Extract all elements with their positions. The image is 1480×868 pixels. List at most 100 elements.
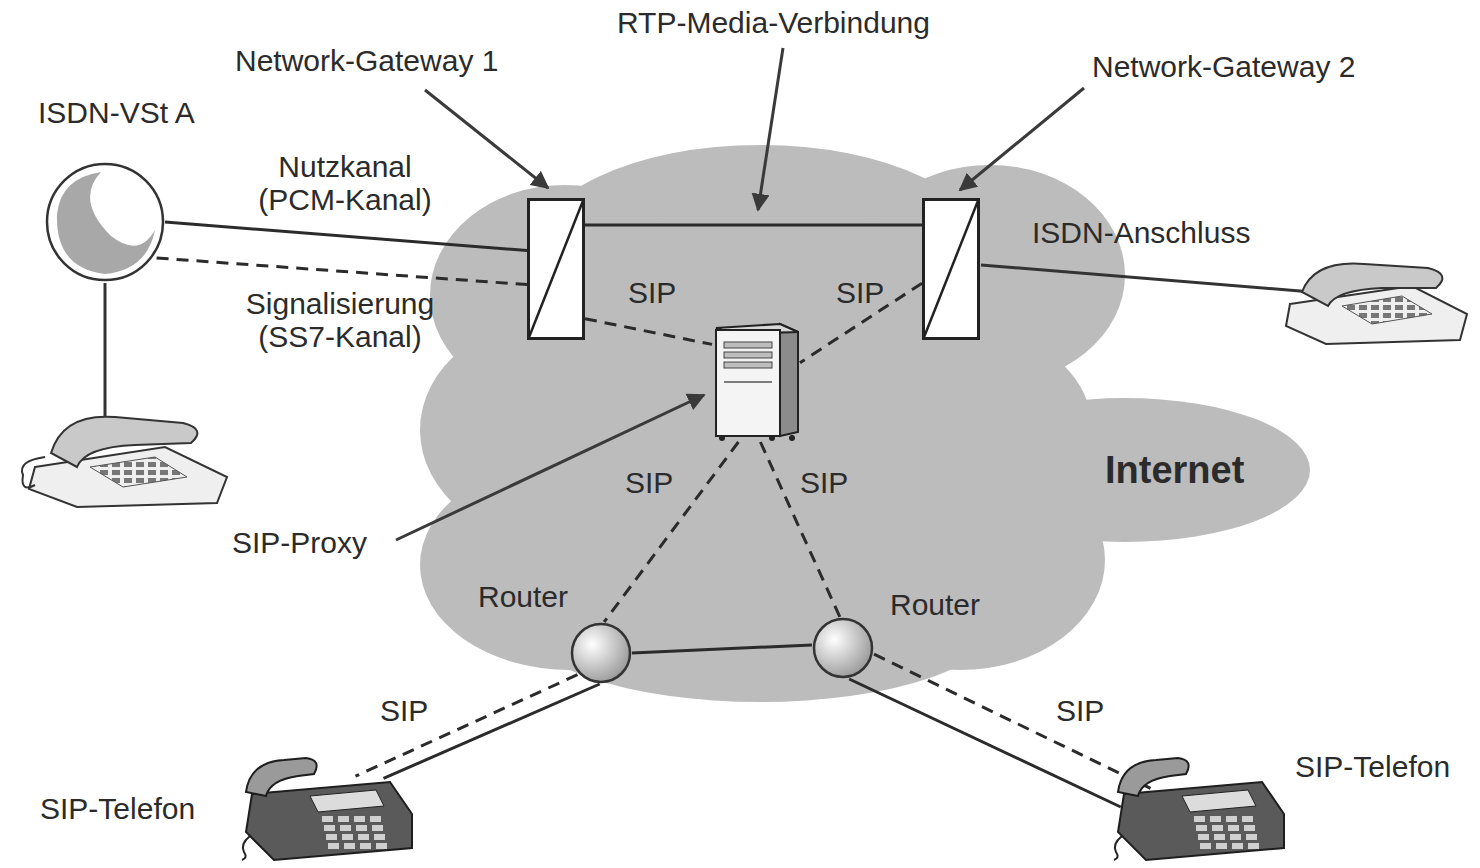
drive-slot — [724, 342, 772, 348]
server-wheel — [789, 435, 795, 441]
phone-display — [310, 790, 384, 812]
phone-handset — [246, 758, 317, 796]
signalling-line — [874, 654, 1151, 788]
phone-cord — [242, 836, 250, 860]
subscriber-wire — [104, 283, 107, 418]
signalling-line — [356, 675, 578, 777]
drive-slot — [724, 352, 772, 358]
phone-handset — [51, 417, 197, 467]
node-label: Network-Gateway 1 — [235, 44, 498, 77]
gateway-outline — [924, 200, 979, 339]
proxy-server: SIP-Proxy — [712, 320, 800, 442]
phone-keypad — [1342, 296, 1432, 324]
signalling-line — [157, 258, 527, 285]
phone-key — [1228, 825, 1239, 831]
cloud-lobe — [940, 398, 1310, 542]
node-shape — [240, 752, 415, 862]
node-shape — [527, 198, 585, 340]
phone-cord — [1114, 836, 1122, 860]
edge-label: SIP — [836, 276, 884, 309]
server-seam — [724, 381, 772, 383]
phone-key — [1242, 816, 1253, 822]
phone-display — [1182, 790, 1256, 812]
exchange-circle: ISDN-VSt A — [45, 162, 165, 282]
phone-key — [1212, 825, 1223, 831]
phone-handset — [1302, 264, 1442, 306]
phone-key — [358, 834, 369, 840]
phone-key — [328, 843, 339, 849]
phone-key — [322, 816, 333, 822]
node-shape — [922, 198, 980, 340]
phone-key — [324, 825, 335, 831]
phone-key — [338, 816, 349, 822]
cloud-name: Internet — [1105, 450, 1244, 492]
node-shape — [45, 162, 165, 282]
media-line — [585, 223, 922, 226]
edge-label: SIP — [628, 276, 676, 309]
phone-key — [1210, 816, 1221, 822]
media-line — [632, 645, 812, 653]
node-shape — [812, 617, 874, 679]
node-label: SIP-Telefon — [1295, 750, 1450, 783]
phone-handset — [1118, 758, 1189, 796]
node-label: ISDN-VSt A — [38, 96, 195, 129]
internet-cloud — [420, 145, 1310, 702]
sip-phone: SIP-Telefon — [240, 752, 415, 862]
callout-arrow — [960, 88, 1084, 190]
drive-slot — [724, 362, 772, 368]
phone-key — [354, 816, 365, 822]
edge-label: SIP — [800, 466, 848, 499]
gateway-diagonal — [529, 200, 584, 339]
gateway-box: Network-Gateway 1 — [527, 198, 585, 340]
exchange-symbol — [47, 164, 163, 280]
phone-key — [1246, 834, 1257, 840]
server-wheel — [719, 435, 725, 441]
node-label: Router — [478, 580, 568, 613]
phone-key — [356, 825, 367, 831]
isdn-wire — [981, 265, 1312, 292]
phone-key — [1196, 825, 1207, 831]
node-label: Router — [890, 588, 980, 621]
phone-key — [1244, 825, 1255, 831]
signalling-line — [585, 319, 712, 345]
node-label: Network-Gateway 2 — [1092, 50, 1355, 83]
edge-label: SIP — [380, 694, 428, 727]
phone-key — [342, 834, 353, 840]
router-circle: Router — [570, 622, 632, 684]
edge-label: Nutzkanal (PCM-Kanal) — [250, 150, 440, 216]
node-label: SIP-Proxy — [232, 526, 367, 559]
server-wheel — [769, 435, 775, 441]
callout-arrow — [425, 90, 548, 188]
server-side — [780, 324, 798, 436]
phone-key — [374, 834, 385, 840]
phone-key — [1248, 843, 1259, 849]
sip-phone: SIP-Telefon — [1112, 752, 1287, 862]
exchange-outline — [47, 164, 163, 280]
phone-key — [1232, 843, 1243, 849]
phone-key — [372, 825, 383, 831]
isdn-phone — [22, 417, 227, 507]
gateway-diagonal — [924, 200, 979, 339]
phone-key — [1200, 843, 1211, 849]
node-shape — [570, 622, 632, 684]
media-line — [165, 222, 527, 251]
phone-key — [340, 825, 351, 831]
phone-key — [370, 816, 381, 822]
edge-label: Signalisierung (SS7-Kanal) — [215, 287, 465, 353]
edge-label: SIP — [1056, 694, 1104, 727]
phone-key — [344, 843, 355, 849]
gateway-outline — [529, 200, 584, 339]
exchange-shading — [57, 172, 155, 274]
phone-base — [1118, 782, 1284, 860]
edge-label: RTP-Media-Verbindung — [617, 6, 930, 39]
phone-cord — [22, 457, 45, 487]
line-label: ISDN-Anschluss — [1032, 216, 1250, 249]
server-front — [716, 330, 780, 436]
phone-key — [1226, 816, 1237, 822]
router-circle: Router — [812, 617, 874, 679]
callout-arrow — [396, 395, 704, 540]
phone-key — [1216, 843, 1227, 849]
router-ball — [572, 624, 630, 682]
phone-key — [360, 843, 371, 849]
